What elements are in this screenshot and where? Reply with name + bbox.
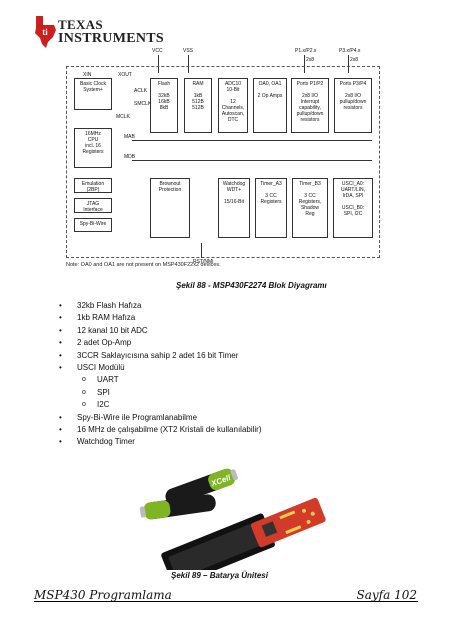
logo-line1: TEXAS <box>58 17 103 32</box>
emulation-block: Emulation (2BP) <box>74 178 112 193</box>
list-item: 3CCR Saklayıcısına sahip 2 adet 16 bit T… <box>40 350 400 363</box>
vcc-label: VCC <box>152 48 163 54</box>
cpu-block: 16MHz CPU incl. 16 Registers <box>74 128 112 168</box>
ram-block: RAM 1kB 512B 512B <box>184 78 212 133</box>
list-item: 16 MHz de çalışabilme (XT2 Kristali de k… <box>40 424 400 437</box>
battery-unit-photo: XCell <box>139 468 326 570</box>
list-item: 1kb RAM Hafıza <box>40 312 400 325</box>
ports-p1p2-block: Ports P1/P2 2x8 I/O Interrupt capability… <box>291 78 329 133</box>
sub-list-item: UART <box>40 374 400 387</box>
mab-bus <box>132 140 372 141</box>
p3p4-label: P3.x/P4.x <box>339 48 361 54</box>
flash-block: Flash 32kB 16kB 8kB <box>150 78 178 133</box>
mab-label: MAB <box>124 134 135 140</box>
timera3-block: Timer_A3 3 CC Registers <box>255 178 287 238</box>
rst-line <box>201 243 202 258</box>
usci-block: USCI_A0: UART/LIN, IrDA, SPI USCI_B0: SP… <box>333 178 373 238</box>
texas-state-icon: ti <box>35 16 56 48</box>
red-target-board <box>250 497 326 548</box>
texas-instruments-logo: ti TEXAS INSTRUMENTS <box>32 14 164 54</box>
xin-label: XIN <box>83 72 92 78</box>
vss-line <box>188 55 189 73</box>
list-item: Watchdog Timer <box>40 436 400 449</box>
battery-2 <box>139 494 216 520</box>
figure-89-caption: Şekil 89 – Batarya Ünitesi <box>171 571 268 580</box>
logo-line2: INSTRUMENTS <box>58 31 164 46</box>
list-item: 2 adet Op-Amp <box>40 337 400 350</box>
adc-block: ADC10 10-Bit 12 Channels, Autoscan, DTC <box>218 78 248 133</box>
p3p4-bits: 2x8 <box>350 57 359 63</box>
svg-text:ti: ti <box>42 27 48 37</box>
watchdog-block: Watchdog WDT+ 15/16-Bit <box>218 178 250 238</box>
sub-list-item: I2C <box>40 399 400 412</box>
footer-page-number: Sayfa 102 <box>356 588 417 602</box>
rst-label: RST/NMI <box>193 259 214 265</box>
opamp-block: OA0, OA1 2 Op Amps <box>253 78 287 133</box>
chip-outline <box>66 66 380 258</box>
footer-title: MSP430 Programlama <box>34 588 172 602</box>
mdb-bus <box>132 160 372 161</box>
diagram-note: Note: OA0 and OA1 are not present on MSP… <box>66 262 221 268</box>
aclk-label: ACLK <box>134 88 148 94</box>
mclk-label: MCLK <box>116 114 130 120</box>
p3p4-line <box>348 55 349 73</box>
battery-1: XCell <box>165 468 238 506</box>
block-diagram: VCC VSS P1.x/P2.x P3.x/P4.x 2x8 2x8 XIN … <box>66 48 382 270</box>
list-item: 12 kanal 10 bit ADC <box>40 325 400 338</box>
spybiwire-block: Spy-Bi-Wire <box>74 218 112 232</box>
timerb3-block: Timer_B3 3 CC Registers, Shadow Reg <box>292 178 328 238</box>
jtag-block: JTAG Interface <box>74 198 112 213</box>
xout-label: XOUT <box>118 72 132 78</box>
p1p2-bits: 2x8 <box>306 57 315 63</box>
clock-system-block: Basic Clock System+ <box>74 78 112 110</box>
feature-list: 32kb Flash Hafıza 1kb RAM Hafıza 12 kana… <box>40 300 400 449</box>
ports-p3p4-block: Ports P3/P4 2x8 I/O pullup/down resistor… <box>334 78 372 133</box>
sub-list-item: SPI <box>40 387 400 400</box>
list-item: USCI Modülü <box>40 362 400 375</box>
footer-divider <box>34 601 418 602</box>
mdb-label: MDB <box>124 154 136 160</box>
figure-88-caption: Şekil 88 - MSP430F2274 Blok Diyagramı <box>176 281 327 290</box>
vcc-line <box>158 55 159 73</box>
smclk-label: SMCLK <box>134 101 152 107</box>
vss-label: VSS <box>183 48 194 54</box>
p1p2-label: P1.x/P2.x <box>295 48 317 54</box>
brownout-block: Brownout Protection <box>150 178 190 238</box>
list-item: 32kb Flash Hafıza <box>40 300 400 313</box>
p1p2-line <box>304 55 305 73</box>
list-item: Spy-Bi-Wire ile Programlanabilme <box>40 412 400 425</box>
